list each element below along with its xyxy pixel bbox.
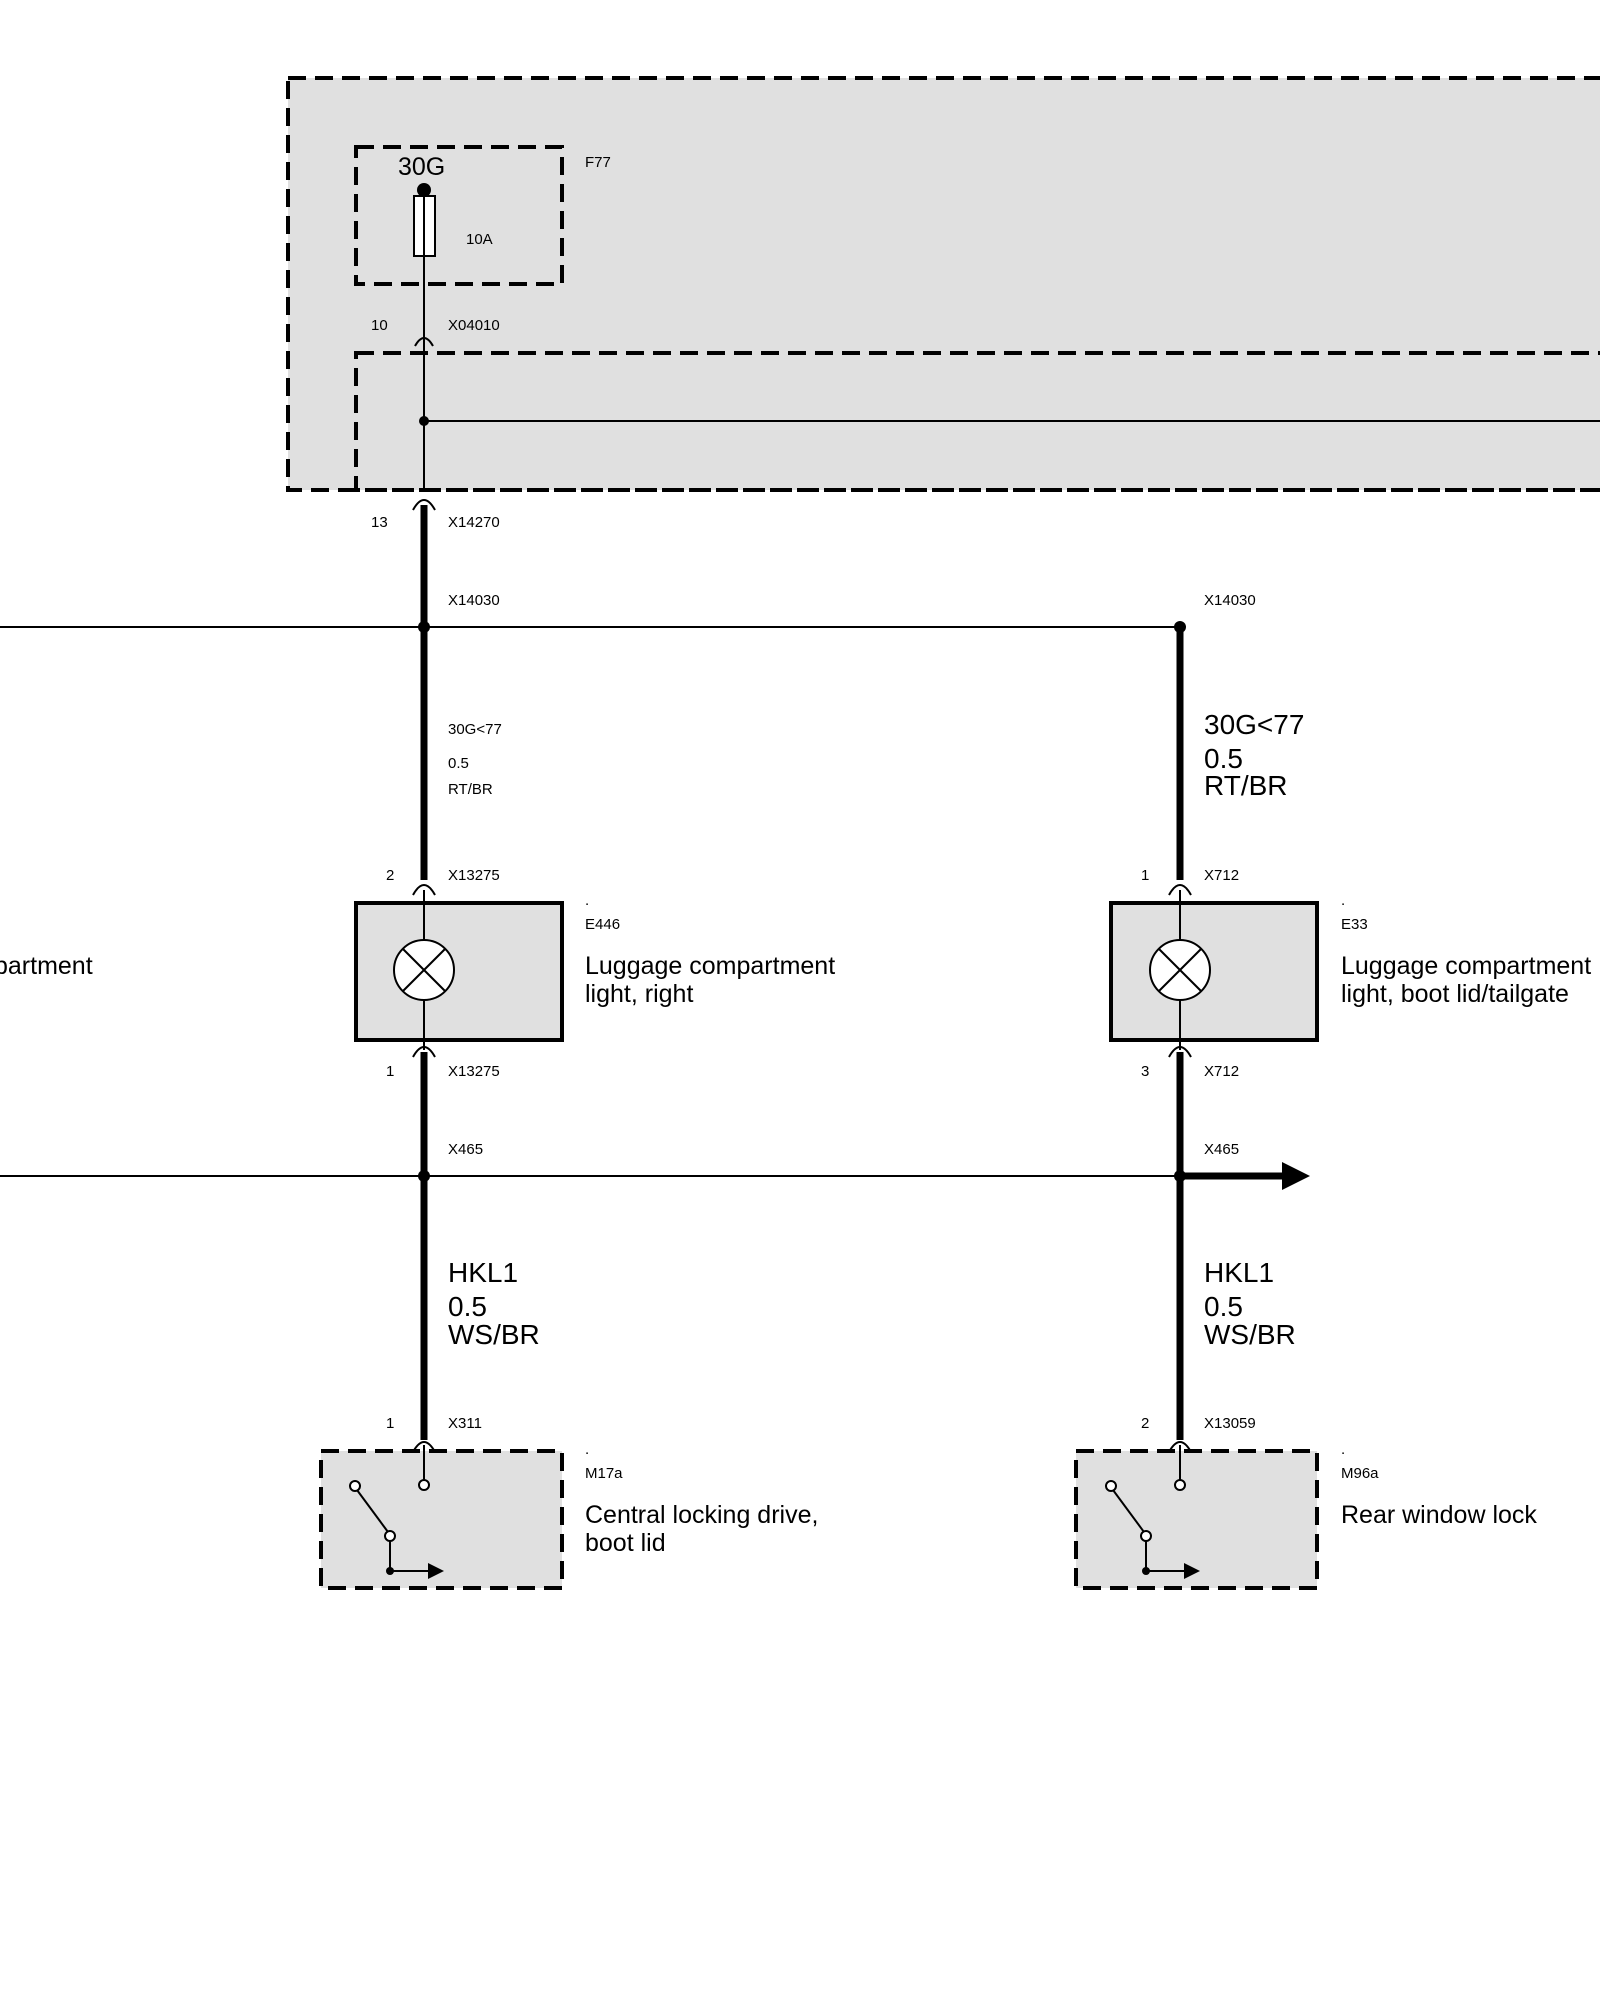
connector-x712-top-symbol — [1168, 884, 1192, 896]
pin-label: 1 — [1141, 867, 1149, 884]
wire-signal-label: 30G<77 — [1204, 709, 1304, 740]
pin-label: 1 — [386, 1063, 394, 1080]
connector-x14270-symbol — [412, 499, 436, 511]
component-name-label: Luggage compartment — [1341, 952, 1591, 980]
connector-label: X712 — [1204, 867, 1239, 884]
actuator-m17a-box — [319, 1449, 564, 1590]
actuator-m96a-box — [1074, 1449, 1319, 1590]
component-name-label: Rear window lock — [1341, 1501, 1537, 1529]
wire-color-label: WS/BR — [448, 1319, 540, 1350]
splice-label: X14030 — [448, 592, 500, 609]
wire-color-label: RT/BR — [448, 781, 493, 798]
connector-x13275-top-symbol — [412, 884, 436, 896]
pin-label: 10 — [371, 317, 388, 334]
connector-label: X311 — [448, 1415, 482, 1432]
wire-signal-label: HKL1 — [1204, 1257, 1274, 1288]
splice-x465-left-dot — [418, 1170, 430, 1182]
connector-x712-bottom-symbol — [1168, 1046, 1192, 1058]
component-dot: . — [585, 892, 589, 909]
pin-label: 2 — [1141, 1415, 1149, 1432]
connector-label: X14270 — [448, 514, 500, 531]
component-id-label: M96a — [1341, 1465, 1379, 1482]
wire-gauge-label: 0.5 — [448, 1291, 487, 1322]
switch-contact-icon — [1105, 1479, 1200, 1579]
lamp-icon — [1149, 939, 1211, 1001]
connector-label: X13059 — [1204, 1415, 1256, 1432]
component-name-label: Luggage compartment — [585, 952, 835, 980]
wire-gauge-label: 0.5 — [1204, 1291, 1243, 1322]
fuse-box — [354, 145, 564, 286]
component-id-label: M17a — [585, 1465, 623, 1482]
switch-contact-icon — [349, 1479, 444, 1579]
component-id-label: E33 — [1341, 916, 1368, 933]
splice-label: X465 — [1204, 1141, 1239, 1158]
fuse-terminal-label: 30G — [398, 153, 445, 181]
component-name-label: Central locking drive, — [585, 1501, 818, 1529]
component-dot: . — [585, 1441, 589, 1458]
splice-x14030-left-dot — [418, 621, 430, 633]
offpage-component-label: partment — [0, 952, 93, 980]
connector-label: X13275 — [448, 867, 500, 884]
connector-label: X712 — [1204, 1063, 1239, 1080]
fuse-terminal-dot — [417, 183, 431, 197]
wire-gauge-label: 0.5 — [448, 755, 469, 772]
internal-circuit-box — [354, 351, 1600, 492]
connector-x13275-bottom-symbol — [412, 1046, 436, 1058]
continuation-arrow-icon — [1282, 1162, 1310, 1190]
wire-signal-label: 30G<77 — [448, 721, 502, 738]
lamp-e33-box — [1109, 901, 1319, 1042]
pin-label: 3 — [1141, 1063, 1149, 1080]
pin-label: 2 — [386, 867, 394, 884]
component-id-label: E446 — [585, 916, 620, 933]
connector-label: X13275 — [448, 1063, 500, 1080]
component-name-label: light, boot lid/tailgate — [1341, 980, 1569, 1008]
component-name-label: light, right — [585, 980, 693, 1008]
pin-label: 1 — [386, 1415, 394, 1432]
splice-label: X14030 — [1204, 592, 1256, 609]
wire-signal-label: HKL1 — [448, 1257, 518, 1288]
component-dot: . — [1341, 1441, 1345, 1458]
wire-gauge-label: 0.5 — [1204, 743, 1243, 774]
pin-label: 13 — [371, 514, 388, 531]
connector-label: X04010 — [448, 317, 500, 334]
fuse-id-label: F77 — [585, 154, 611, 171]
lamp-e446-box — [354, 901, 564, 1042]
component-name-label: boot lid — [585, 1529, 666, 1557]
lamp-icon — [393, 939, 455, 1001]
splice-label: X465 — [448, 1141, 483, 1158]
wire-color-label: WS/BR — [1204, 1319, 1296, 1350]
fuse-rating-label: 10A — [466, 231, 493, 248]
wire-color-label: RT/BR — [1204, 770, 1288, 801]
component-dot: . — [1341, 892, 1345, 909]
